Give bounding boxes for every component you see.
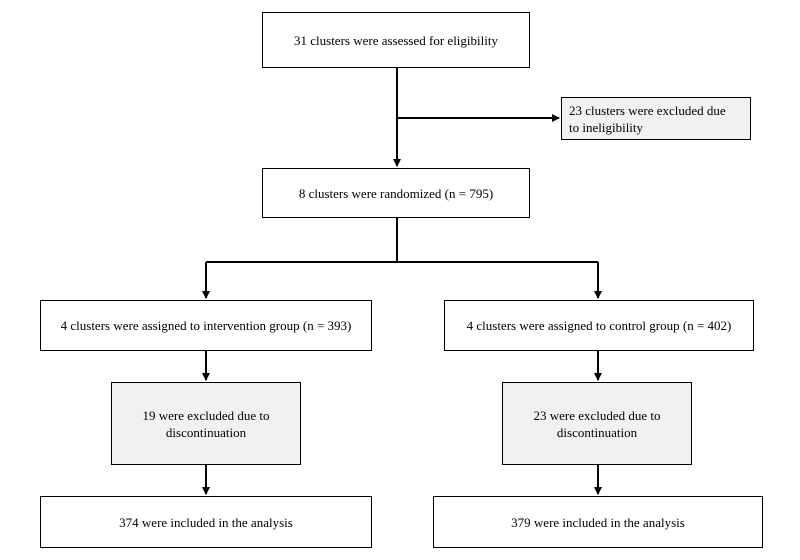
randomized-text: 8 clusters were randomized (n = 795) (298, 185, 494, 201)
control-group-box: 4 clusters were assigned to control grou… (444, 300, 754, 351)
assessed-eligibility-text: 31 clusters were assessed for eligibilit… (294, 32, 498, 48)
intervention-excluded-line1: 19 were excluded due to (142, 407, 270, 423)
intervention-excluded-line2: discontinuation (165, 424, 247, 440)
randomized-box: 8 clusters were randomized (n = 795) (262, 168, 530, 218)
excluded-ineligibility-line2: to ineligibility (569, 119, 644, 135)
assessed-eligibility-box: 31 clusters were assessed for eligibilit… (262, 12, 530, 68)
intervention-group-box: 4 clusters were assigned to intervention… (40, 300, 372, 351)
intervention-analysis-box: 374 were included in the analysis (40, 496, 372, 548)
control-excluded-line2: discontinuation (556, 424, 638, 440)
excluded-ineligibility-box: 23 clusters were excluded due to ineligi… (561, 97, 751, 140)
control-analysis-box: 379 were included in the analysis (433, 496, 763, 548)
intervention-group-text: 4 clusters were assigned to intervention… (60, 318, 352, 333)
control-excluded-line1: 23 were excluded due to (533, 407, 661, 423)
control-group-text: 4 clusters were assigned to control grou… (466, 318, 732, 333)
excluded-ineligibility-line1: 23 clusters were excluded due (569, 102, 726, 118)
control-excluded-box: 23 were excluded due to discontinuation (502, 382, 692, 465)
intervention-excluded-box: 19 were excluded due to discontinuation (111, 382, 301, 465)
intervention-analysis-text: 374 were included in the analysis (119, 514, 293, 530)
control-analysis-text: 379 were included in the analysis (511, 514, 685, 530)
